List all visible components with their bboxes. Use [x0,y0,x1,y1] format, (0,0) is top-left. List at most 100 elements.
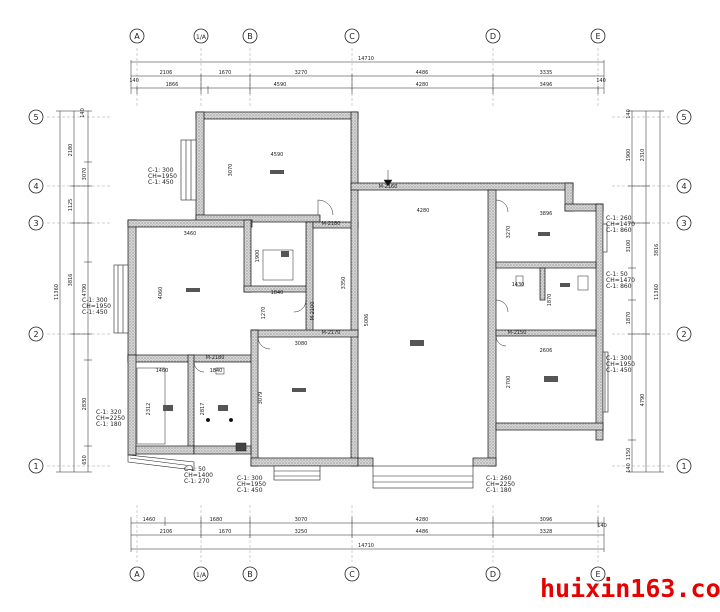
room-dim: 3460 [184,231,197,237]
dim-text: 4790 [82,284,88,297]
dim-text: 140 [596,78,606,84]
dim-text: 140 [80,108,86,118]
axis-label: 3 [681,219,686,228]
watermark: huixin163.com [540,574,720,603]
room-dim: 1270 [261,307,267,320]
axis-label: 1/A [196,572,207,579]
dimension-lines-left [56,110,92,473]
dim-text: 4486 [416,70,429,76]
dim-text: 3270 [295,70,308,76]
room-dim: 3270 [506,226,512,239]
dim-text: 3496 [540,82,553,88]
room-dim: 2312 [146,403,152,416]
axis-label: C [349,570,355,579]
dimension-text-right: 11360 140 1900 2310 3100 1870 3816 4790 … [626,109,660,473]
axis-label: 5 [33,113,38,122]
dim-text: 3100 [626,240,632,253]
axis-label: 5 [681,113,686,122]
room-dim: 3350 [341,277,347,290]
dim-text: 2106 [160,70,173,76]
room-dim: 1460 [156,368,169,374]
room-dim: 4060 [158,287,164,300]
axis-label: A [134,32,140,41]
door-marks: M-2160 M-2180 M-2100 M-2170 M-2180 M-215… [206,184,527,361]
room-dimensions: 4590 3070 3460 4060 1900 1840 1270 1460 … [146,152,553,415]
walls [127,111,604,467]
dim-text: 14710 [358,543,374,549]
dim-text: 4280 [416,517,429,523]
windows [113,139,609,489]
room-dim: 3896 [540,211,553,217]
room-dim: 1870 [547,294,553,307]
room-dim: 2817 [200,403,206,416]
dim-text: 4790 [640,394,646,407]
axis-label: D [490,32,496,41]
dim-text: 4590 [274,82,287,88]
axis-label: 1 [33,462,38,471]
axis-label: 4 [33,182,38,191]
door-mark: M-2150 [508,330,527,336]
dim-text: 3070 [295,517,308,523]
axis-label: A [134,570,140,579]
door-mark: M-2170 [322,330,341,336]
dim-text: 2180 [68,144,74,157]
room-dim: 2606 [540,348,553,354]
dim-text: 1900 [626,149,632,162]
dim-text: 1866 [166,82,179,88]
axis-label: 4 [681,182,686,191]
dim-text: 3335 [540,70,553,76]
room-dim: 4280 [417,208,430,214]
axis-bubbles-right [676,109,692,474]
axis-label: C [349,32,355,41]
dim-text: 14710 [358,56,374,62]
room-dim: 1840 [210,368,223,374]
door-mark: M-2180 [322,221,341,227]
axis-bubbles-bottom [129,566,606,582]
axis-bubbles-top [129,28,606,44]
dimension-text-bottom: 1460 1680 3070 4280 3096 140 2106 1670 3… [143,517,607,549]
room-dim: 1900 [255,250,261,263]
doors [193,199,509,373]
dimension-text-top: 14710 2106 1670 3270 4486 3335 140 1866 … [129,56,606,88]
dim-text: 1150 [626,448,632,461]
dim-text: 1125 [68,199,74,212]
door-mark: M-2180 [206,355,225,361]
dim-text: 140 [597,523,607,529]
dim-text: 1670 [219,70,232,76]
room-dim: 1840 [271,290,284,296]
dim-text: 140 [626,463,632,473]
dim-text: 140 [626,109,632,119]
axis-label: E [595,570,600,579]
dim-text: 3070 [82,168,88,181]
axis-label: 1/A [196,34,207,41]
dimension-text-left: 11360 140 2180 3070 1125 3816 4790 2830 … [54,108,88,465]
dim-text: 1670 [219,529,232,535]
room-dim: 5006 [364,314,370,327]
dim-text: 3328 [540,529,553,535]
axis-label: 2 [33,330,38,339]
dim-text: 1680 [210,517,223,523]
dimension-lines-top [130,60,605,94]
room-dim: 1430 [512,282,525,288]
dim-text: 140 [129,78,139,84]
dim-text: 4486 [416,529,429,535]
dim-text: 2310 [640,149,646,162]
axis-label: 3 [33,219,38,228]
dim-text: 3816 [68,274,74,287]
axis-label: 1 [681,462,686,471]
dim-text: 3096 [540,517,553,523]
dim-text: 2830 [82,398,88,411]
dimension-lines-bottom [130,517,605,552]
dim-text: 11360 [54,284,60,300]
room-dim: 3079 [258,392,264,405]
axis-label: 2 [681,330,686,339]
room-labels [163,170,570,411]
dimension-lines-right [628,110,664,473]
